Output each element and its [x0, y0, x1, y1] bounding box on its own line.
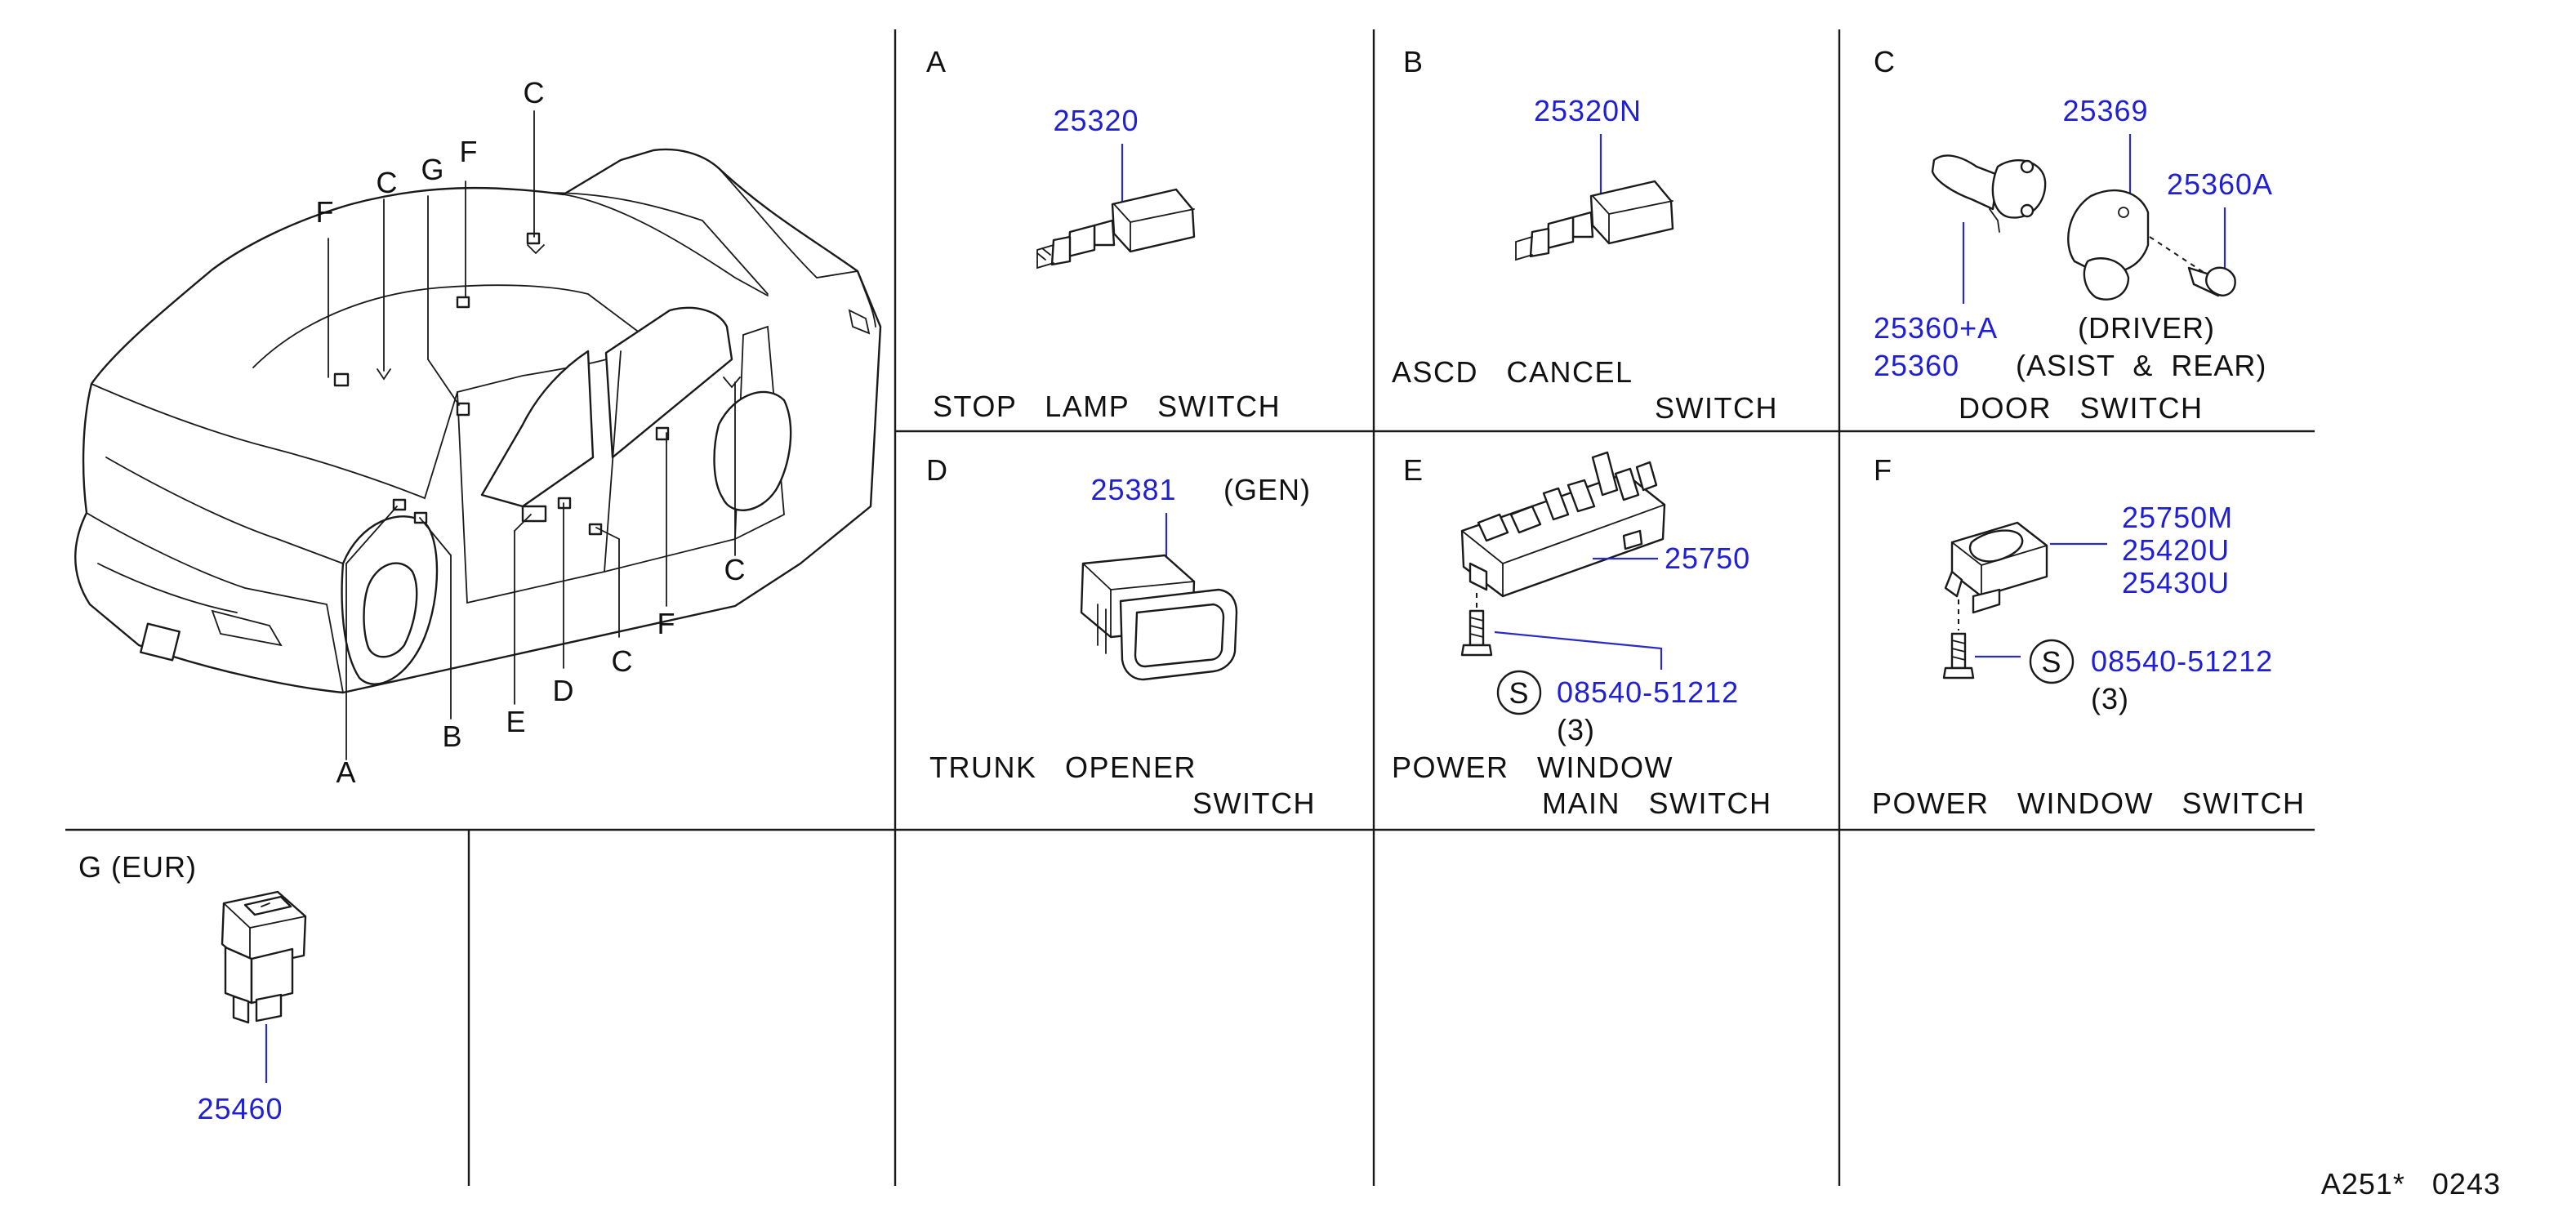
panel-a-caption: STOP LAMP SWITCH: [933, 390, 1281, 423]
panel-f-caption: POWER WINDOW SWITCH: [1872, 786, 2305, 820]
panel-b-ascd-cancel-switch: B 25320N ASCD CANCEL SWITCH: [1392, 45, 1778, 425]
panel-f-screw-drawing: [1942, 632, 1975, 680]
panel-a-stop-lamp-switch: A 25320 STOP LAMP SWITCH: [926, 45, 1281, 423]
panel-c-part-25360-plus-a: 25360+A: [1874, 311, 1998, 345]
panel-a-letter: A: [926, 45, 947, 78]
overview-leader-lines: [328, 110, 736, 760]
panel-f-letter: F: [1874, 453, 1892, 487]
overview-label-f-top: F: [460, 135, 479, 168]
overview-label-c-door: C: [612, 644, 634, 678]
panel-f-screw-symbol-circle: [2029, 639, 2075, 684]
panel-f-screw-part: 08540-51212: [2091, 644, 2273, 678]
panel-e-part-25750: 25750: [1665, 541, 1750, 575]
overview-label-e: E: [506, 705, 526, 738]
panel-e-qty: (3): [1557, 713, 1595, 746]
overview-labels: C F C G F C A B E D C F: [316, 76, 747, 789]
panel-c-note-asist-rear: (ASIST & REAR): [2016, 349, 2266, 382]
power-window-switch-drawing: [1944, 521, 2048, 614]
panel-e-letter: E: [1403, 453, 1424, 487]
overview-label-g: G: [421, 153, 444, 186]
panel-b-part-number: 25320N: [1534, 94, 1642, 127]
panel-d-letter: D: [926, 453, 948, 487]
diagram-code: A251* 0243: [2321, 1167, 2501, 1201]
panel-c-caption: DOOR SWITCH: [1959, 391, 2203, 425]
panel-b-letter: B: [1403, 45, 1424, 78]
power-window-main-switch-drawing: [1460, 451, 1666, 598]
overview-label-a: A: [336, 755, 356, 789]
panel-e-screw-part: 08540-51212: [1557, 675, 1739, 709]
stop-lamp-switch-drawing: [1036, 188, 1196, 270]
panel-e-power-window-main-switch: E 25750 S 08540-51212 (3) POWER W: [1392, 451, 1772, 820]
panel-g-part-number: 25460: [197, 1092, 283, 1125]
overview-label-c-rear: C: [724, 553, 747, 586]
panel-f-screw-symbol: S: [2041, 645, 2061, 679]
overview-label-c-roof: C: [524, 76, 546, 109]
ascd-cancel-switch-drawing: [1515, 180, 1674, 261]
panel-g-letter: G (EUR): [78, 850, 197, 884]
eur-switch-drawing: [221, 890, 307, 1024]
panel-c-door-switch: C 25369 25360A 25360+A (DRIVER) 25360 (A…: [1874, 45, 2273, 425]
panel-b-caption-line1: ASCD CANCEL: [1392, 355, 1633, 389]
panel-e-caption-line2: MAIN SWITCH: [1542, 786, 1772, 820]
overview-label-f-left: F: [316, 195, 335, 229]
panel-e-caption-line1: POWER WINDOW: [1392, 751, 1674, 784]
panel-d-caption-line1: TRUNK OPENER: [929, 751, 1197, 784]
panel-d-trunk-opener-switch: D 25381 (GEN) TRUNK OPENER SWITCH: [926, 453, 1316, 820]
panel-a-part-number: 25320: [1053, 104, 1139, 137]
overview-label-b: B: [442, 720, 462, 753]
overview-label-f-door: F: [657, 607, 676, 640]
panel-c-letter: C: [1874, 45, 1896, 78]
panel-f-qty: (3): [2091, 682, 2129, 715]
panel-f-power-window-switch: F 25750M 25420U 25430U S 08540-51212 (3)…: [1872, 453, 2305, 820]
panel-g-eur-switch: G (EUR) 25460: [78, 850, 307, 1125]
door-switch-plunger-drawing: [1931, 154, 2047, 233]
car-overview-illustration: [74, 148, 882, 694]
panel-e-screw-symbol: S: [1509, 676, 1529, 710]
panel-d-part-number: 25381: [1090, 473, 1176, 506]
grid-lines: [65, 29, 2315, 1186]
panel-d-caption-line2: SWITCH: [1192, 786, 1316, 820]
trunk-opener-switch-drawing: [1080, 554, 1238, 681]
panel-e-screw-symbol-circle: [1496, 670, 1542, 715]
panel-d-note-gen: (GEN): [1223, 473, 1311, 506]
panel-c-part-25360a: 25360A: [2167, 167, 2273, 201]
panel-b-caption-line2: SWITCH: [1655, 391, 1778, 425]
panel-e-screw-drawing: [1460, 609, 1493, 657]
door-switch-body-drawing: [2067, 189, 2236, 301]
panel-f-part-25430u: 25430U: [2122, 566, 2230, 599]
panel-f-part-25750m: 25750M: [2122, 501, 2233, 534]
panel-f-part-25420u: 25420U: [2122, 533, 2230, 567]
panel-c-note-driver: (DRIVER): [2078, 311, 2215, 345]
overview-label-c-left: C: [377, 166, 399, 199]
overview-label-d: D: [553, 674, 575, 707]
panel-c-part-25369: 25369: [2062, 94, 2148, 127]
panel-c-part-25360: 25360: [1874, 349, 1959, 382]
